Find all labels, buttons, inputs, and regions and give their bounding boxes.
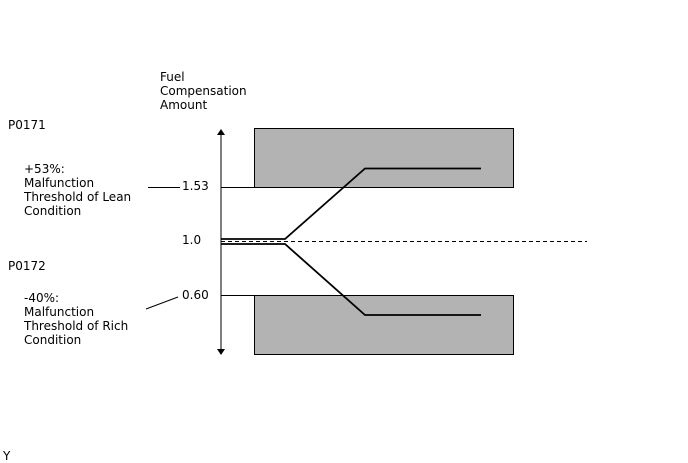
axis-title: Fuel Compensation Amount (160, 70, 247, 112)
axis-title-line-1: Fuel (160, 70, 185, 84)
axis-title-line-3: Amount (160, 98, 208, 112)
rich-note-line-3: Threshold of Rich (24, 319, 129, 333)
tick-label-upper: 1.53 (182, 179, 209, 193)
tick-label-lower: 0.60 (182, 288, 209, 302)
rich-threshold-note: -40%: Malfunction Threshold of Rich Cond… (24, 291, 128, 347)
lean-dtc-code: P0171 (8, 118, 46, 132)
lean-note-line-1: +53%: (24, 162, 65, 176)
rich-note-line-2: Malfunction (24, 305, 95, 319)
rich-note-line-4: Condition (24, 333, 82, 347)
rich-leader-line (145, 296, 179, 310)
lean-compensation-line (221, 167, 481, 240)
rich-compensation-line (221, 243, 481, 316)
lean-threshold-note: +53%: Malfunction Threshold of Lean Cond… (24, 162, 131, 218)
lean-malfunction-zone (254, 128, 514, 188)
rich-note-line-1: -40%: (24, 291, 60, 305)
axis-title-line-2: Compensation (160, 84, 247, 98)
lean-note-line-2: Malfunction (24, 176, 95, 190)
lean-note-line-4: Condition (24, 204, 82, 218)
lean-note-line-3: Threshold of Lean (24, 190, 132, 204)
tick-label-center: 1.0 (182, 233, 202, 247)
rich-malfunction-zone (254, 295, 514, 355)
rich-dtc-code: P0172 (8, 259, 46, 273)
footer-mark: Y (3, 449, 11, 463)
